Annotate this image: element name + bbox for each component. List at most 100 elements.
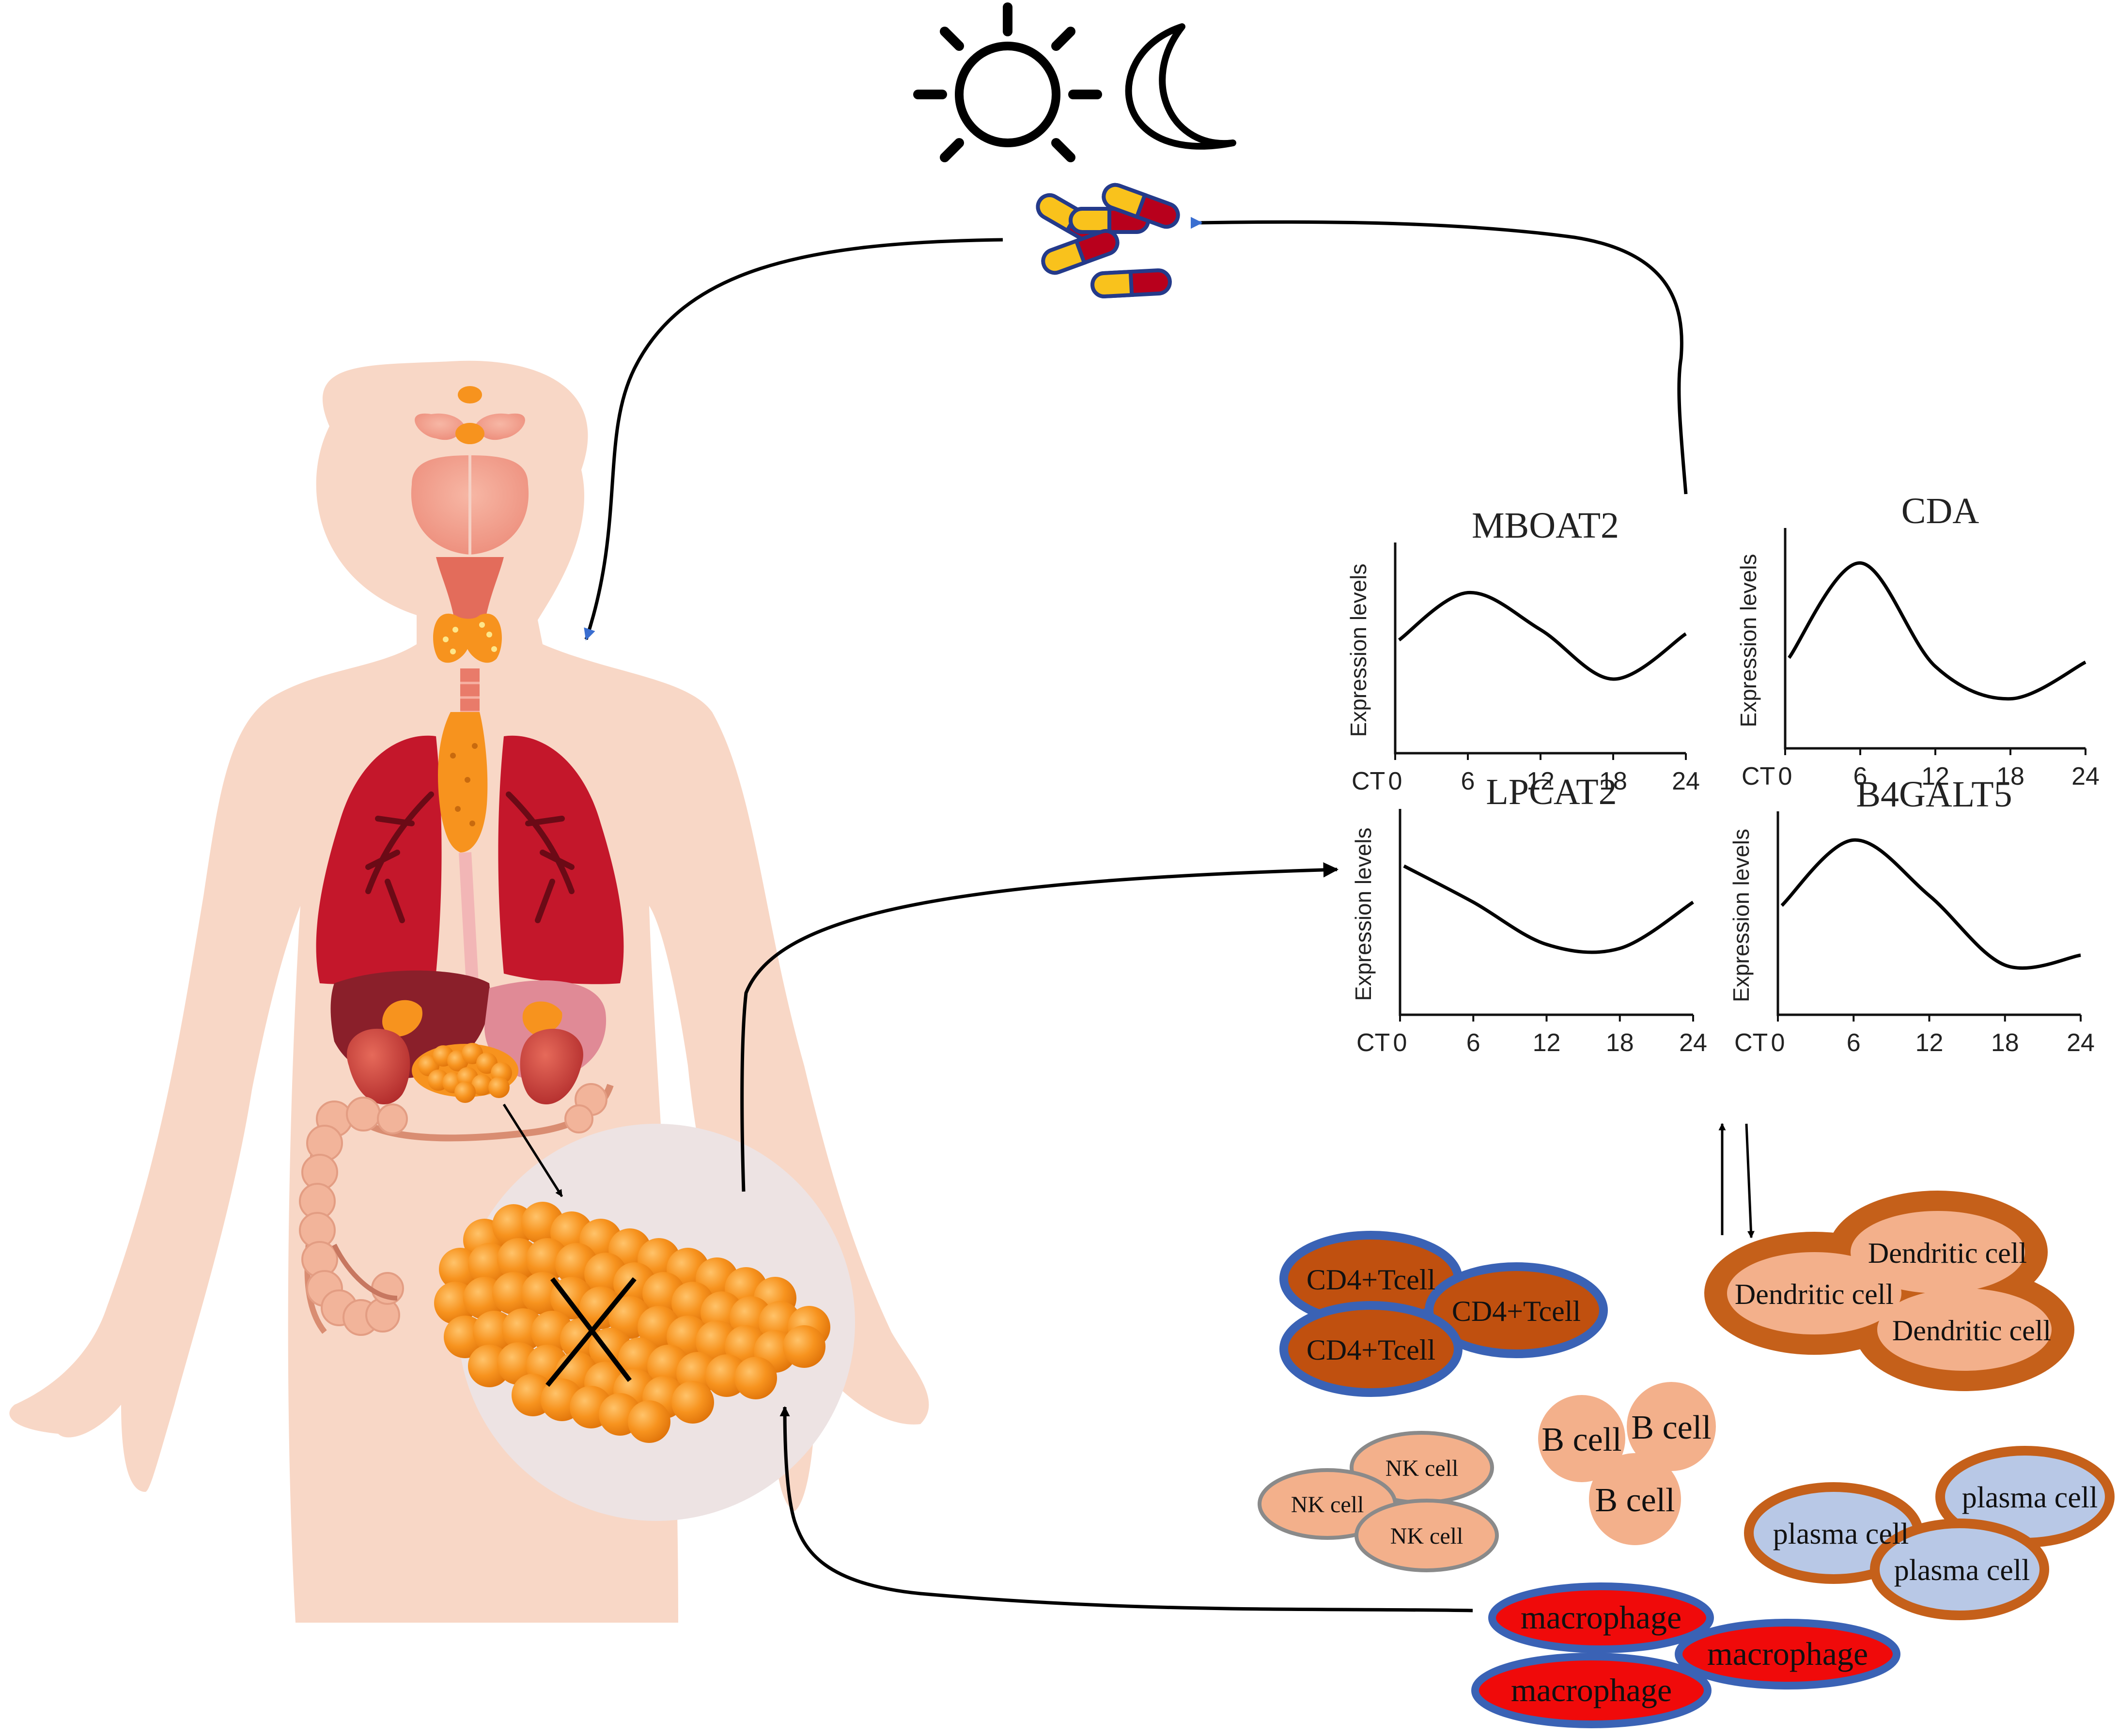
- chart-title: MBOAT2: [1472, 505, 1619, 546]
- y-axis-label: Expression levels: [1351, 828, 1376, 1001]
- chart-axes: [1784, 528, 2086, 750]
- pancreas-magnifier: [434, 1124, 855, 1521]
- immune-cells: CD4+Tcell CD4+Tcell CD4+Tcell Dendritic …: [1258, 1191, 2115, 1728]
- human-body-figure: [9, 360, 929, 1623]
- cd4-tcell-cluster: [1279, 1231, 1608, 1397]
- b-cell: [1589, 1453, 1681, 1545]
- cd4-tcell-label: CD4+Tcell: [1452, 1295, 1581, 1327]
- x-tick-label: 12: [1921, 762, 1949, 790]
- plasma-cell-label: plasma cell: [1773, 1518, 1909, 1550]
- nk-cell-label: NK cell: [1390, 1523, 1463, 1549]
- chart-title: B4GALT5: [1856, 774, 2012, 815]
- x-tick-label: 0: [1771, 1029, 1785, 1057]
- pancreas-acinar-cell: [783, 1325, 825, 1368]
- day-night-icons: [913, 2, 1236, 162]
- cd4-tcell: [1425, 1262, 1608, 1358]
- x-axis-label: CT: [1742, 762, 1775, 790]
- y-axis-label: Expression levels: [1346, 564, 1371, 737]
- x-tick-label: 0: [1778, 762, 1792, 790]
- arrow-pills-to-body: [584, 238, 1003, 641]
- kidney-right: [520, 1028, 583, 1104]
- chart-axes: [1394, 542, 1686, 755]
- lungs: [316, 735, 624, 984]
- cd4-tcell-label: CD4+Tcell: [1307, 1334, 1435, 1366]
- x-tick-label: 6: [1853, 762, 1868, 790]
- arrow-magnifier-to-charts: [740, 862, 1339, 1192]
- expression-curve: [1403, 864, 1694, 954]
- nk-cell-label: NK cell: [1291, 1492, 1364, 1518]
- adrenal-right: [522, 1001, 562, 1035]
- pancreas-acinar-cell: [734, 1357, 777, 1399]
- expression-curve: [1398, 590, 1687, 681]
- intestines: [299, 1083, 614, 1336]
- chart-title: LPCAT2: [1486, 772, 1617, 812]
- x-tick-label: 12: [1526, 767, 1555, 795]
- pancreas-in-body: [412, 1043, 518, 1103]
- arrow-pancreas-to-magnifier: [502, 1103, 563, 1197]
- moon-icon: [1125, 23, 1236, 150]
- dendritic-cell-label: Dendritic cell: [1892, 1315, 2051, 1347]
- pancreas-acinar-cell: [628, 1400, 670, 1443]
- cd4-tcell: [1279, 1301, 1463, 1397]
- sun-icon: [913, 2, 1102, 162]
- chart-axes: [1776, 811, 2081, 1016]
- nk-cell: [1354, 1499, 1499, 1572]
- x-tick-label: 12: [1915, 1029, 1944, 1057]
- arrow-charts-to-pills: [1196, 220, 1688, 495]
- plasma-cell-cluster: [1744, 1446, 2115, 1620]
- macrophage: [1675, 1619, 1900, 1690]
- chart-axes: [1399, 809, 1693, 1016]
- thyroid-gland: [433, 613, 502, 663]
- nk-cell-cluster: [1258, 1431, 1499, 1572]
- x-tick-label: 18: [1996, 762, 2024, 790]
- x-tick-label: 18: [1599, 767, 1627, 795]
- x-tick-label: 24: [2067, 1029, 2095, 1057]
- kidney-left: [347, 1028, 410, 1104]
- x-tick-label: 24: [1672, 767, 1700, 795]
- macrophage: [1471, 1653, 1712, 1728]
- arrow-down-exchange: [1745, 1123, 1755, 1239]
- b-cell-label: B cell: [1595, 1482, 1675, 1519]
- expression-curve: [1780, 838, 2081, 970]
- b-cell-label: B cell: [1541, 1421, 1621, 1458]
- expression-curve: [1788, 561, 2086, 701]
- b-cell: [1538, 1395, 1625, 1482]
- pancreas-acinar-cell: [671, 1381, 714, 1424]
- nk-cell-label: NK cell: [1385, 1456, 1459, 1481]
- connector-arrows: [502, 217, 1755, 1612]
- x-tick-label: 0: [1393, 1029, 1407, 1057]
- dendritic-cell-cluster: Dendritic cell Dendritic cell Dendritic …: [1704, 1191, 2074, 1391]
- arrow-macrophage-to-magnifier: [779, 1406, 1473, 1612]
- b-cell: [1627, 1382, 1716, 1471]
- macrophage-label: macrophage: [1707, 1635, 1868, 1672]
- adrenal-left: [382, 1000, 422, 1037]
- x-tick-label: 18: [1606, 1029, 1634, 1057]
- b-cell-cluster: B cell B cell B cell: [1538, 1382, 1716, 1545]
- x-tick-label: 6: [1466, 1029, 1480, 1057]
- y-axis-label: Expression levels: [1728, 829, 1754, 1002]
- macrophage-label: macrophage: [1511, 1672, 1672, 1708]
- x-tick-label: 6: [1461, 767, 1475, 795]
- x-tick-label: 6: [1847, 1029, 1861, 1057]
- x-tick-label: 24: [2071, 762, 2100, 790]
- cd4-tcell-label: CD4+Tcell: [1307, 1264, 1435, 1296]
- drug-pills-icon: [1036, 183, 1180, 298]
- y-axis-label: Expression levels: [1736, 554, 1761, 728]
- x-tick-label: 24: [1679, 1029, 1707, 1057]
- throat: [436, 557, 504, 625]
- macrophage-cluster: [1471, 1582, 1900, 1728]
- cross-line-2: [545, 1277, 637, 1387]
- brain: [411, 386, 529, 555]
- b-cell-label: B cell: [1631, 1409, 1711, 1446]
- dendritic-cell-label: Dendritic cell: [1735, 1278, 1894, 1310]
- macrophage-label: macrophage: [1521, 1599, 1681, 1636]
- x-tick-label: 18: [1991, 1029, 2019, 1057]
- plasma-cell-label: plasma cell: [1894, 1554, 2030, 1587]
- plasma-cell: [1870, 1519, 2049, 1620]
